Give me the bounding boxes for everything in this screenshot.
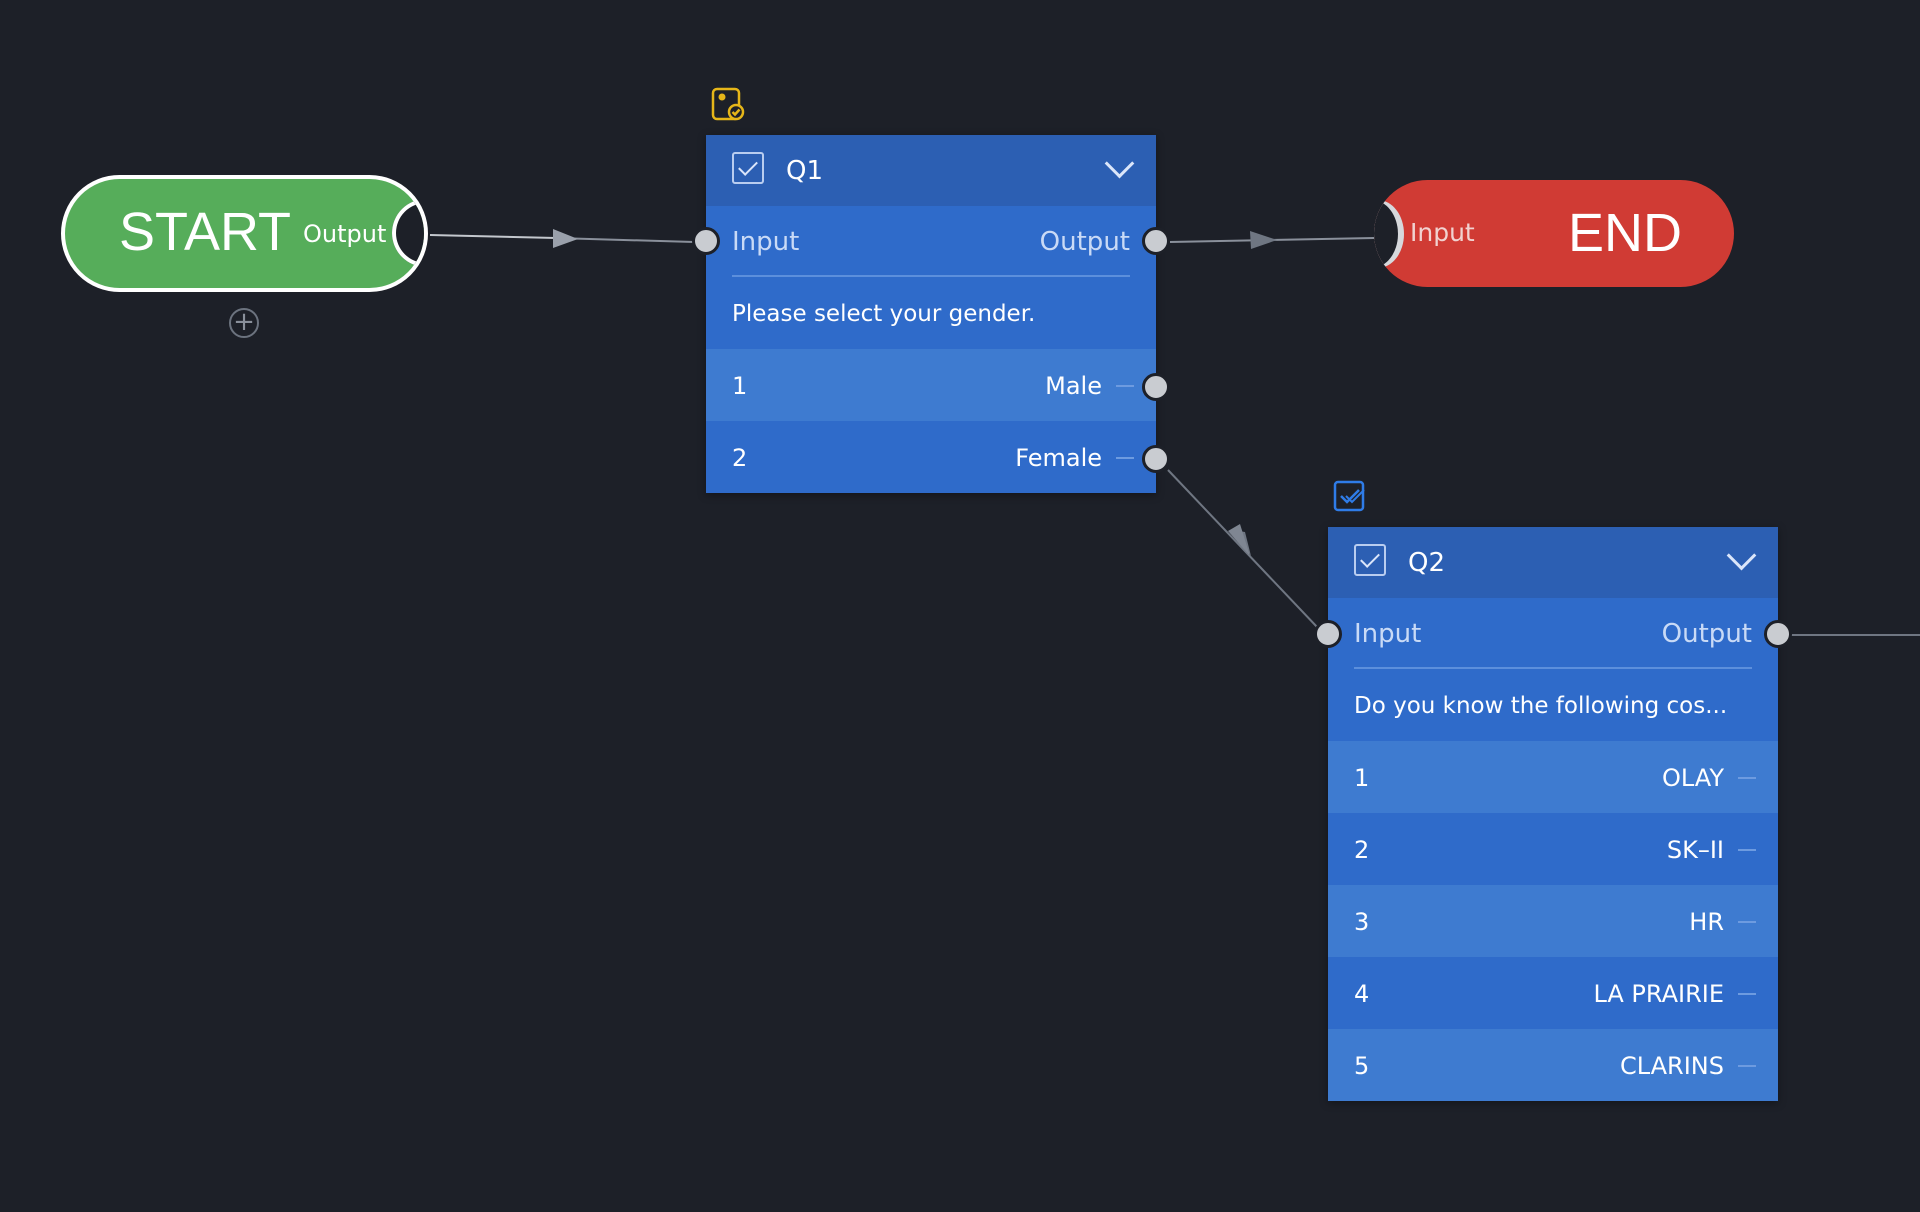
q2-input-port[interactable]	[1314, 620, 1342, 648]
option-label: Male	[1045, 372, 1102, 400]
option-connector-dash	[1738, 1065, 1756, 1067]
q1-option-1-port[interactable]	[1142, 373, 1170, 401]
q1-prompt: Please select your gender.	[706, 277, 1156, 349]
wire-start-to-q1[interactable]	[429, 229, 695, 248]
option-number: 2	[1354, 836, 1370, 864]
q1-input-port[interactable]	[692, 227, 720, 255]
q1-option-2[interactable]: 2 Female	[706, 421, 1156, 493]
question-card-q2[interactable]: Q2 Input Output Do you know the followin…	[1328, 527, 1778, 1101]
end-input-label: Input	[1410, 218, 1475, 247]
option-connector-dash	[1738, 921, 1756, 923]
end-node-title: END	[1568, 203, 1683, 263]
q2-output-port[interactable]	[1764, 620, 1792, 648]
option-connector-dash	[1738, 993, 1756, 995]
option-number: 2	[732, 444, 748, 472]
start-output-label: Output	[303, 220, 387, 248]
q1-option-2-port[interactable]	[1142, 445, 1170, 473]
option-label: SK–II	[1666, 836, 1724, 864]
option-label: Female	[1015, 444, 1102, 472]
q1-output-port[interactable]	[1142, 227, 1170, 255]
q2-option-4[interactable]: 4 LA PRAIRIE	[1328, 957, 1778, 1029]
q1-io-row: Input Output	[706, 206, 1156, 277]
q1-divider	[732, 275, 1130, 277]
q2-option-5[interactable]: 5 CLARINS	[1328, 1029, 1778, 1101]
option-label: OLAY	[1661, 764, 1724, 792]
q1-title: Q1	[786, 156, 824, 186]
start-node-title: START	[119, 202, 292, 262]
question-card-q1[interactable]: Q1 Input Output Please select your gende…	[706, 135, 1156, 493]
q1-input-label: Input	[732, 227, 800, 257]
q1-prompt-text: Please select your gender.	[732, 301, 1036, 327]
q2-option-2[interactable]: 2 SK–II	[1328, 813, 1778, 885]
chevron-down-icon[interactable]	[1726, 540, 1757, 571]
q1-header[interactable]: Q1	[706, 135, 1156, 206]
option-number: 3	[1354, 908, 1370, 936]
q2-output-label: Output	[1661, 619, 1752, 649]
q1-select-checkbox[interactable]	[732, 152, 764, 184]
q2-input-label: Input	[1354, 619, 1422, 649]
multi-check-icon[interactable]	[1333, 480, 1367, 514]
q2-option-3[interactable]: 3 HR	[1328, 885, 1778, 957]
q2-prompt-text: Do you know the following cos...	[1354, 693, 1728, 719]
q2-option-1[interactable]: 1 OLAY	[1328, 741, 1778, 813]
option-label: CLARINS	[1619, 1052, 1724, 1080]
option-connector-dash	[1738, 849, 1756, 851]
option-label: LA PRAIRIE	[1593, 980, 1724, 1008]
end-node[interactable]: Input END	[1374, 180, 1734, 287]
option-connector-dash	[1116, 457, 1134, 459]
start-node[interactable]: START Output	[61, 175, 428, 292]
wire-q1-to-end[interactable]	[1169, 231, 1375, 249]
q2-title: Q2	[1408, 548, 1446, 578]
q1-output-label: Output	[1039, 227, 1130, 257]
option-number: 1	[732, 372, 748, 400]
q2-select-checkbox[interactable]	[1354, 544, 1386, 576]
q2-prompt: Do you know the following cos...	[1328, 669, 1778, 741]
option-label: HR	[1689, 908, 1724, 936]
option-number: 5	[1354, 1052, 1370, 1080]
option-connector-dash	[1738, 777, 1756, 779]
option-number: 4	[1354, 980, 1370, 1008]
q2-divider	[1354, 667, 1752, 669]
q2-header[interactable]: Q2	[1328, 527, 1778, 598]
option-number: 1	[1354, 764, 1370, 792]
wire-female-to-q2[interactable]	[1167, 469, 1319, 629]
q2-io-row: Input Output	[1328, 598, 1778, 669]
option-connector-dash	[1116, 385, 1134, 387]
add-node-button[interactable]: +	[229, 308, 259, 338]
q1-option-1[interactable]: 1 Male	[706, 349, 1156, 421]
chevron-down-icon[interactable]	[1104, 148, 1135, 179]
mobile-check-icon[interactable]	[711, 87, 745, 121]
start-output-port[interactable]	[392, 199, 424, 267]
